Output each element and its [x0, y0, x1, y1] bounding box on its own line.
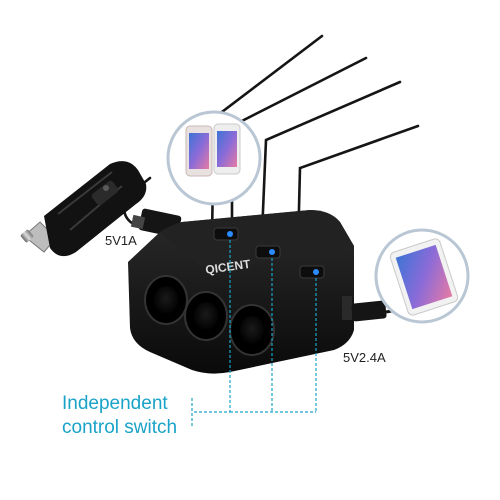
callout-lines: [191, 240, 317, 426]
phones-bubble: [166, 110, 262, 206]
brand-logo: QICENT: [204, 257, 252, 277]
control-switch-2[interactable]: [255, 245, 281, 259]
socket-hub-body: QICENT: [128, 210, 354, 374]
two-iphones-icon: [185, 123, 241, 177]
callout-independent-control-switch: Independent control switch: [62, 392, 177, 440]
callout-line-1: Independent: [62, 393, 168, 414]
port-label-5v1a: 5V1A: [105, 233, 137, 248]
callout-line-2: control switch: [62, 417, 178, 438]
ipad-tablet-icon: [389, 238, 459, 316]
control-switch-3[interactable]: [299, 265, 325, 279]
car-cigarette-plug-icon: [20, 161, 147, 257]
control-switch-1[interactable]: [213, 227, 239, 241]
port-label-5v24a: 5V2.4A: [343, 350, 386, 365]
tablet-bubble: [374, 228, 470, 324]
